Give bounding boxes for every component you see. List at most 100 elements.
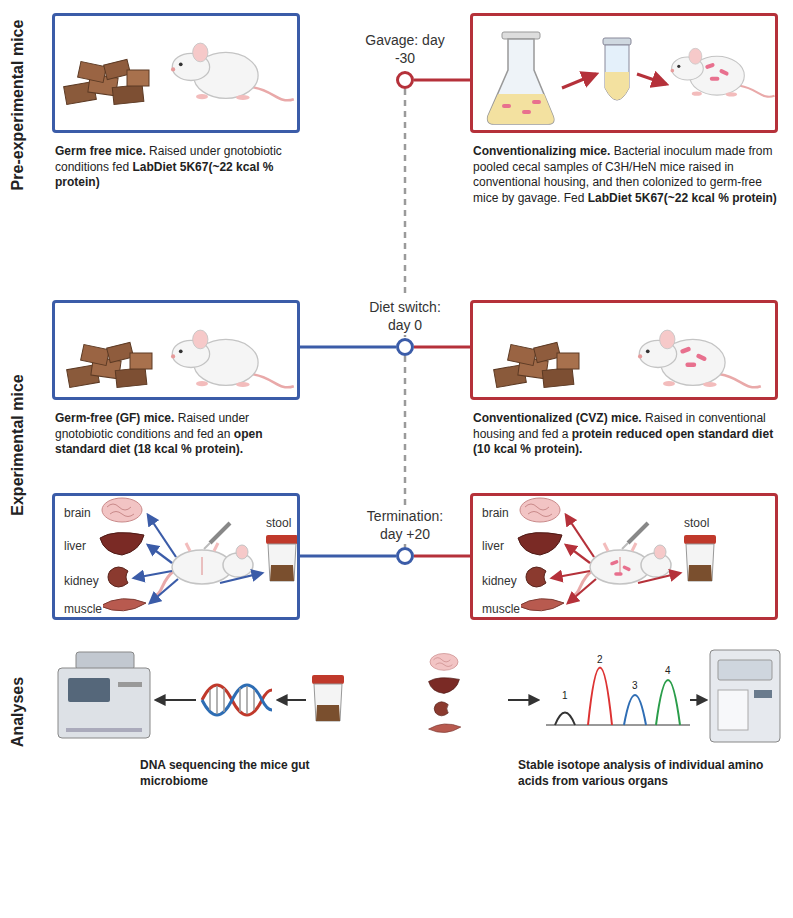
top-right-illustration xyxy=(705,62,729,80)
bottom-left-illustration xyxy=(100,498,146,611)
row-label: Pre-experimental mice xyxy=(9,20,27,191)
analysis-caption: Stable isotope analysis of individual am… xyxy=(518,758,768,789)
mass-spectrometer xyxy=(718,660,772,680)
organ-label: kidney xyxy=(63,574,100,588)
middle-right-illustration xyxy=(494,342,579,387)
connector-line xyxy=(300,346,396,349)
sequencer xyxy=(58,652,150,738)
organs xyxy=(429,654,461,733)
timeline-label: Gavage: day -30 xyxy=(357,31,453,68)
mass-spectrometer xyxy=(710,650,780,742)
box-caption: Germ free mice. Raised under gnotobiotic… xyxy=(55,144,303,191)
middle-right-illustration xyxy=(638,330,761,387)
bottom-left-illustration xyxy=(134,515,262,603)
bottom-right-illustration xyxy=(566,515,594,557)
top-right-illustration xyxy=(488,39,554,124)
arrow xyxy=(690,699,706,701)
sequencer xyxy=(58,668,150,738)
chromatogram xyxy=(546,668,690,726)
arrow xyxy=(508,699,538,701)
chromatogram xyxy=(656,680,680,725)
middle-left-illustration xyxy=(67,330,294,387)
sequencer xyxy=(68,678,110,702)
box-caption: Germ-free (GF) mice. Raised under gnotob… xyxy=(55,411,303,458)
bottom-left-illustration xyxy=(134,571,172,578)
sequencer xyxy=(66,728,142,732)
mass-spectrometer xyxy=(710,650,780,742)
gf-diet-box: Germ-free (GF) mice. Raised under gnotob… xyxy=(52,300,300,400)
gf-termination-box: brain liver kidney muscle stool xyxy=(52,493,300,620)
top-right-illustration xyxy=(532,100,541,104)
organ-label: stool xyxy=(683,516,710,530)
peak-number: 2 xyxy=(597,654,603,665)
sequencer xyxy=(118,682,142,687)
organ-label: kidney xyxy=(481,574,518,588)
organ-label: stool xyxy=(265,516,292,530)
bottom-left-illustration xyxy=(150,579,178,603)
peak-number: 3 xyxy=(632,680,638,691)
arrow xyxy=(156,699,196,701)
bottom-left-illustration xyxy=(148,515,176,557)
box-caption: Conventionalizing mice. Bacterial inocul… xyxy=(473,144,781,206)
top-left-illustration xyxy=(64,59,149,104)
bottom-right-illustration xyxy=(518,498,564,611)
peak-number: 1 xyxy=(562,690,568,701)
top-right-illustration xyxy=(637,74,666,84)
top-right-illustration xyxy=(502,104,511,108)
organ-label: muscle xyxy=(63,602,103,616)
dna-helix xyxy=(202,685,272,715)
box-body: LabDiet 5K67(~22 kcal % protein) xyxy=(588,191,777,205)
chromatogram xyxy=(546,725,690,726)
organ-label: brain xyxy=(63,506,92,520)
timeline-label: Diet switch: day 0 xyxy=(357,298,453,335)
dna-helix xyxy=(210,686,254,714)
stool-cup xyxy=(312,675,344,721)
mass-spectrometer xyxy=(718,690,748,730)
top-right-illustration xyxy=(522,110,531,114)
top-left-illustration xyxy=(171,43,294,100)
row-label: Experimental mice xyxy=(9,374,27,515)
top-right-illustration xyxy=(671,48,775,96)
box-heading: Conventionalized (CVZ) mice. xyxy=(473,411,642,425)
box-caption: Conventionalized (CVZ) mice. Raised in c… xyxy=(473,411,781,458)
organ-label: liver xyxy=(481,539,505,553)
connector-line xyxy=(414,79,470,82)
timeline-label: Termination: day +20 xyxy=(357,507,453,544)
sequencer xyxy=(76,652,134,670)
mass-spectrometer xyxy=(754,690,772,698)
middle-left-illustration xyxy=(171,330,294,387)
row-label: Analyses xyxy=(9,677,27,747)
organ-label: liver xyxy=(63,539,87,553)
dna-helix xyxy=(202,685,272,715)
top-right-illustration xyxy=(605,72,629,100)
box-heading: Conventionalizing mice. xyxy=(473,144,610,158)
top-right-illustration xyxy=(605,45,629,100)
chromatogram xyxy=(555,713,575,726)
bottom-right-illustration xyxy=(610,560,631,576)
bottom-right-illustration xyxy=(518,498,716,611)
middle-left-illustration xyxy=(67,342,152,387)
timeline-point: Gavage: day -30 xyxy=(396,71,414,89)
bottom-right-illustration xyxy=(552,515,680,603)
bottom-right-illustration xyxy=(552,571,590,578)
arrow xyxy=(278,699,306,701)
conventionalizing-box: Conventionalizing mice. Bacterial inocul… xyxy=(470,13,778,133)
organ-label: muscle xyxy=(481,602,521,616)
top-left-illustration xyxy=(64,43,294,104)
top-right-illustration xyxy=(603,38,631,45)
connector-line xyxy=(414,555,470,558)
analysis-caption: DNA sequencing the mice gut microbiome xyxy=(140,758,345,789)
cvz-termination-box: brainliverkidneymusclestool xyxy=(470,493,778,620)
bottom-left-illustration xyxy=(266,535,298,581)
germ-free-box: Germ free mice. Raised under gnotobiotic… xyxy=(52,13,300,133)
chromatogram xyxy=(588,668,612,726)
bottom-left-illustration xyxy=(100,498,298,611)
middle-right-illustration xyxy=(680,346,708,367)
connector-line xyxy=(414,346,470,349)
bottom-left-illustration xyxy=(148,545,172,563)
top-right-illustration xyxy=(562,74,596,88)
bottom-right-illustration xyxy=(566,545,590,563)
chromatogram xyxy=(624,695,646,725)
